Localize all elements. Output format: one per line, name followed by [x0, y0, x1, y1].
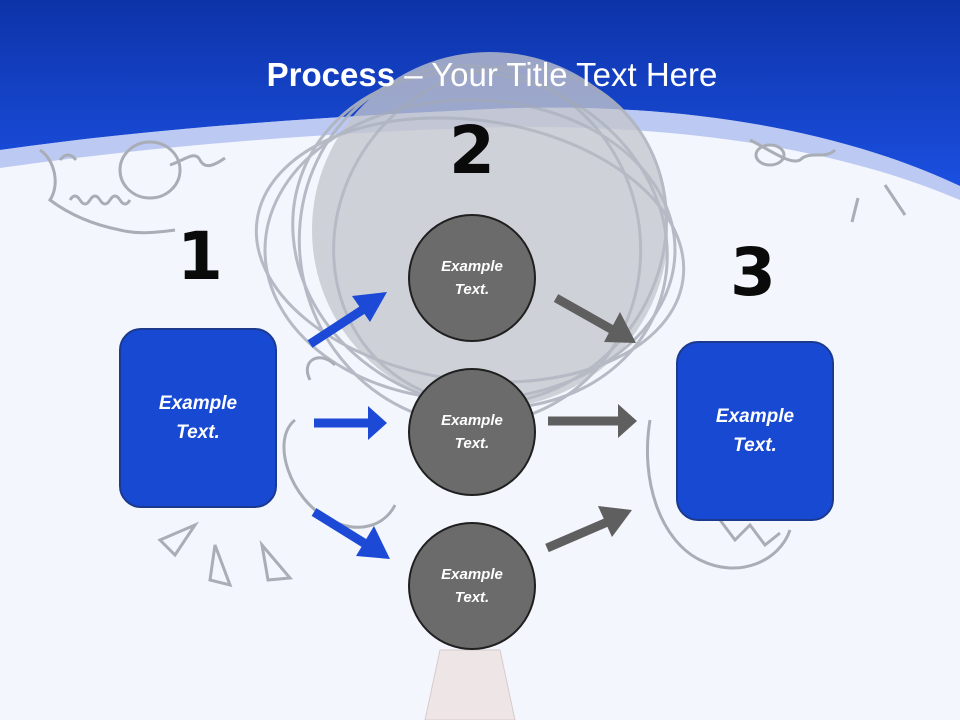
title-rest: – Your Title Text Here: [395, 56, 718, 93]
right-box[interactable]: Example Text.: [676, 341, 834, 521]
step-number-1: 1: [177, 218, 223, 295]
left-box[interactable]: Example Text.: [119, 328, 277, 508]
right-box-text: Example Text.: [715, 406, 795, 456]
lightbulb-doodle-icon: [39, 140, 397, 588]
arrow-blue-up: [307, 292, 387, 348]
left-box-text: Example Text.: [158, 393, 238, 443]
circle-bottom[interactable]: Example Text.: [408, 522, 536, 650]
circle-bottom-text: Example Text.: [441, 566, 503, 606]
step-number-3: 3: [730, 234, 776, 311]
pencil-tip: [424, 649, 516, 720]
circle-top[interactable]: Example Text.: [408, 214, 536, 342]
arrow-gray-right: [548, 404, 637, 438]
circle-top-text: Example Text.: [441, 258, 503, 298]
arrow-gray-up: [545, 506, 632, 553]
circle-middle[interactable]: Example Text.: [408, 368, 536, 496]
arrow-gray-down: [553, 294, 636, 343]
circle-middle-text: Example Text.: [441, 412, 503, 452]
step-number-2: 2: [449, 112, 495, 189]
arrow-blue-down: [311, 508, 390, 559]
arrow-blue-right: [314, 406, 387, 440]
slide-title: Process – Your Title Text Here: [0, 54, 960, 96]
lightbulb-doodle-icon: [645, 138, 907, 570]
title-bold: Process: [266, 56, 396, 93]
header-lower-curve: [0, 107, 960, 200]
